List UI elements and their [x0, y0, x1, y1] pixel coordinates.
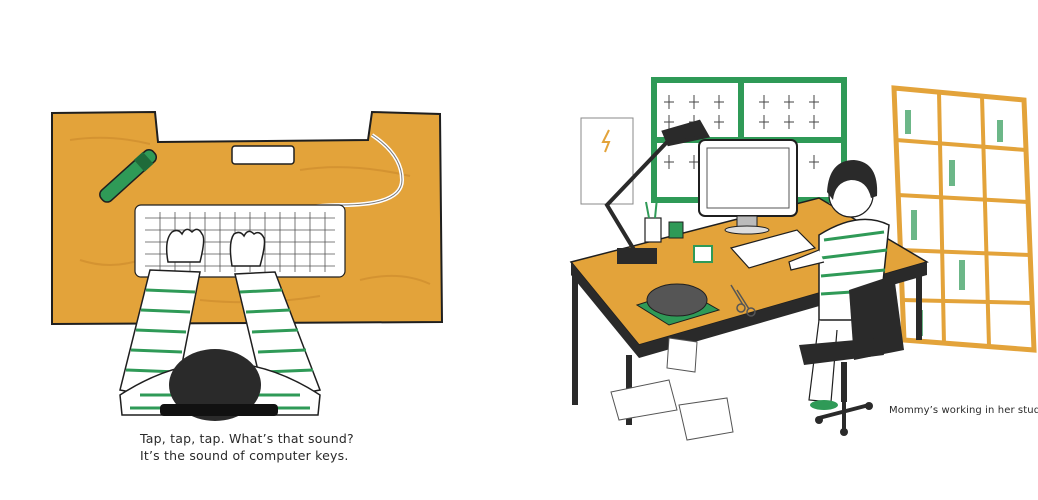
books-stack — [635, 283, 721, 326]
slipper — [810, 400, 838, 410]
top-down-desk-illustration — [51, 110, 444, 421]
bookshelf — [891, 85, 1037, 353]
desk-lamp — [604, 119, 711, 264]
head-hair — [169, 349, 261, 421]
mug — [693, 245, 713, 263]
right-page: Mommy’s working in her study. — [519, 0, 1038, 500]
scissors-icon — [730, 284, 756, 317]
green-cup — [668, 221, 684, 239]
lightning-icon — [601, 129, 611, 153]
wall-poster — [580, 117, 634, 205]
hands — [165, 228, 266, 267]
office-chair — [799, 275, 904, 436]
green-pen-icon — [99, 149, 158, 203]
left-caption-line1: Tap, tap, tap. What’s that sound? — [140, 431, 354, 446]
cat — [646, 283, 708, 317]
keyboard — [729, 229, 817, 269]
left-caption-line2: It’s the sound of computer keys. — [140, 448, 349, 463]
right-caption: Mommy’s working in her study. — [889, 405, 1038, 416]
floor-papers — [610, 337, 734, 441]
left-page: Tap, tap, tap. What’s that sound? It’s t… — [51, 110, 444, 464]
monitor — [698, 139, 798, 235]
study-room-illustration — [569, 77, 1037, 441]
chair-back — [160, 404, 278, 416]
pen-cup — [644, 197, 662, 243]
monitor-base — [231, 145, 295, 165]
hair — [827, 160, 878, 200]
left-caption: Tap, tap, tap. What’s that sound? It’s t… — [140, 430, 400, 464]
